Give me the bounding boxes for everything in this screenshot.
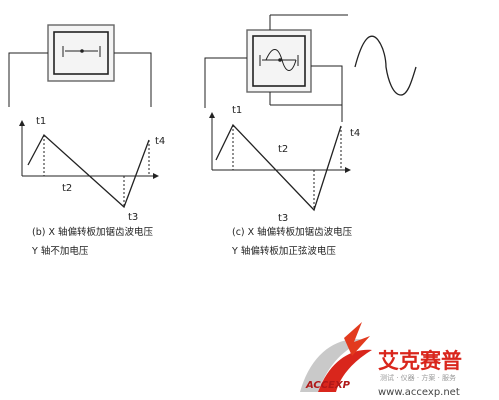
label-t1-b: t1 [36, 116, 46, 127]
diagram-b: t1 t2 t3 t4 (b) X 轴偏转板加锯齿波电压 Y 轴不加电压 [8, 24, 165, 257]
label-t2-b: t2 [62, 183, 72, 194]
label-t3-c: t3 [278, 213, 288, 224]
sawtooth-graph-b [19, 120, 159, 209]
deflection-wires-c [204, 14, 348, 122]
deflection-wires-b [8, 52, 152, 107]
logo-emblem-icon [300, 322, 372, 392]
caption-b-line1: (b) X 轴偏转板加锯齿波电压 [32, 226, 153, 238]
watermark-logo: ACCEXP 艾克赛普 测试 · 仪器 · 方案 · 服务 www.accexp… [300, 322, 462, 398]
label-t1-c: t1 [232, 105, 242, 116]
logo-url: www.accexp.net [378, 387, 460, 398]
diagram-c: t1 t2 t3 t4 (c) X 轴偏转板加锯齿波电压 Y 轴偏转板加正弦波电… [204, 14, 417, 257]
caption-b-line2: Y 轴不加电压 [31, 245, 89, 257]
label-t2-c: t2 [278, 144, 288, 155]
label-t3-b: t3 [128, 212, 138, 223]
logo-brand-en: ACCEXP [305, 380, 351, 391]
sawtooth-graph-c [209, 112, 351, 212]
crt-screen-c [246, 29, 312, 93]
sine-wave-c [354, 35, 417, 96]
caption-c-line1: (c) X 轴偏转板加锯齿波电压 [232, 226, 353, 238]
crt-screen-b [47, 24, 115, 82]
label-t4-c: t4 [350, 128, 360, 139]
logo-tagline: 测试 · 仪器 · 方案 · 服务 [380, 373, 456, 382]
logo-brand-cn: 艾克赛普 [378, 349, 462, 373]
label-t4-b: t4 [155, 136, 165, 147]
caption-c-line2: Y 轴偏转板加正弦波电压 [231, 245, 336, 257]
